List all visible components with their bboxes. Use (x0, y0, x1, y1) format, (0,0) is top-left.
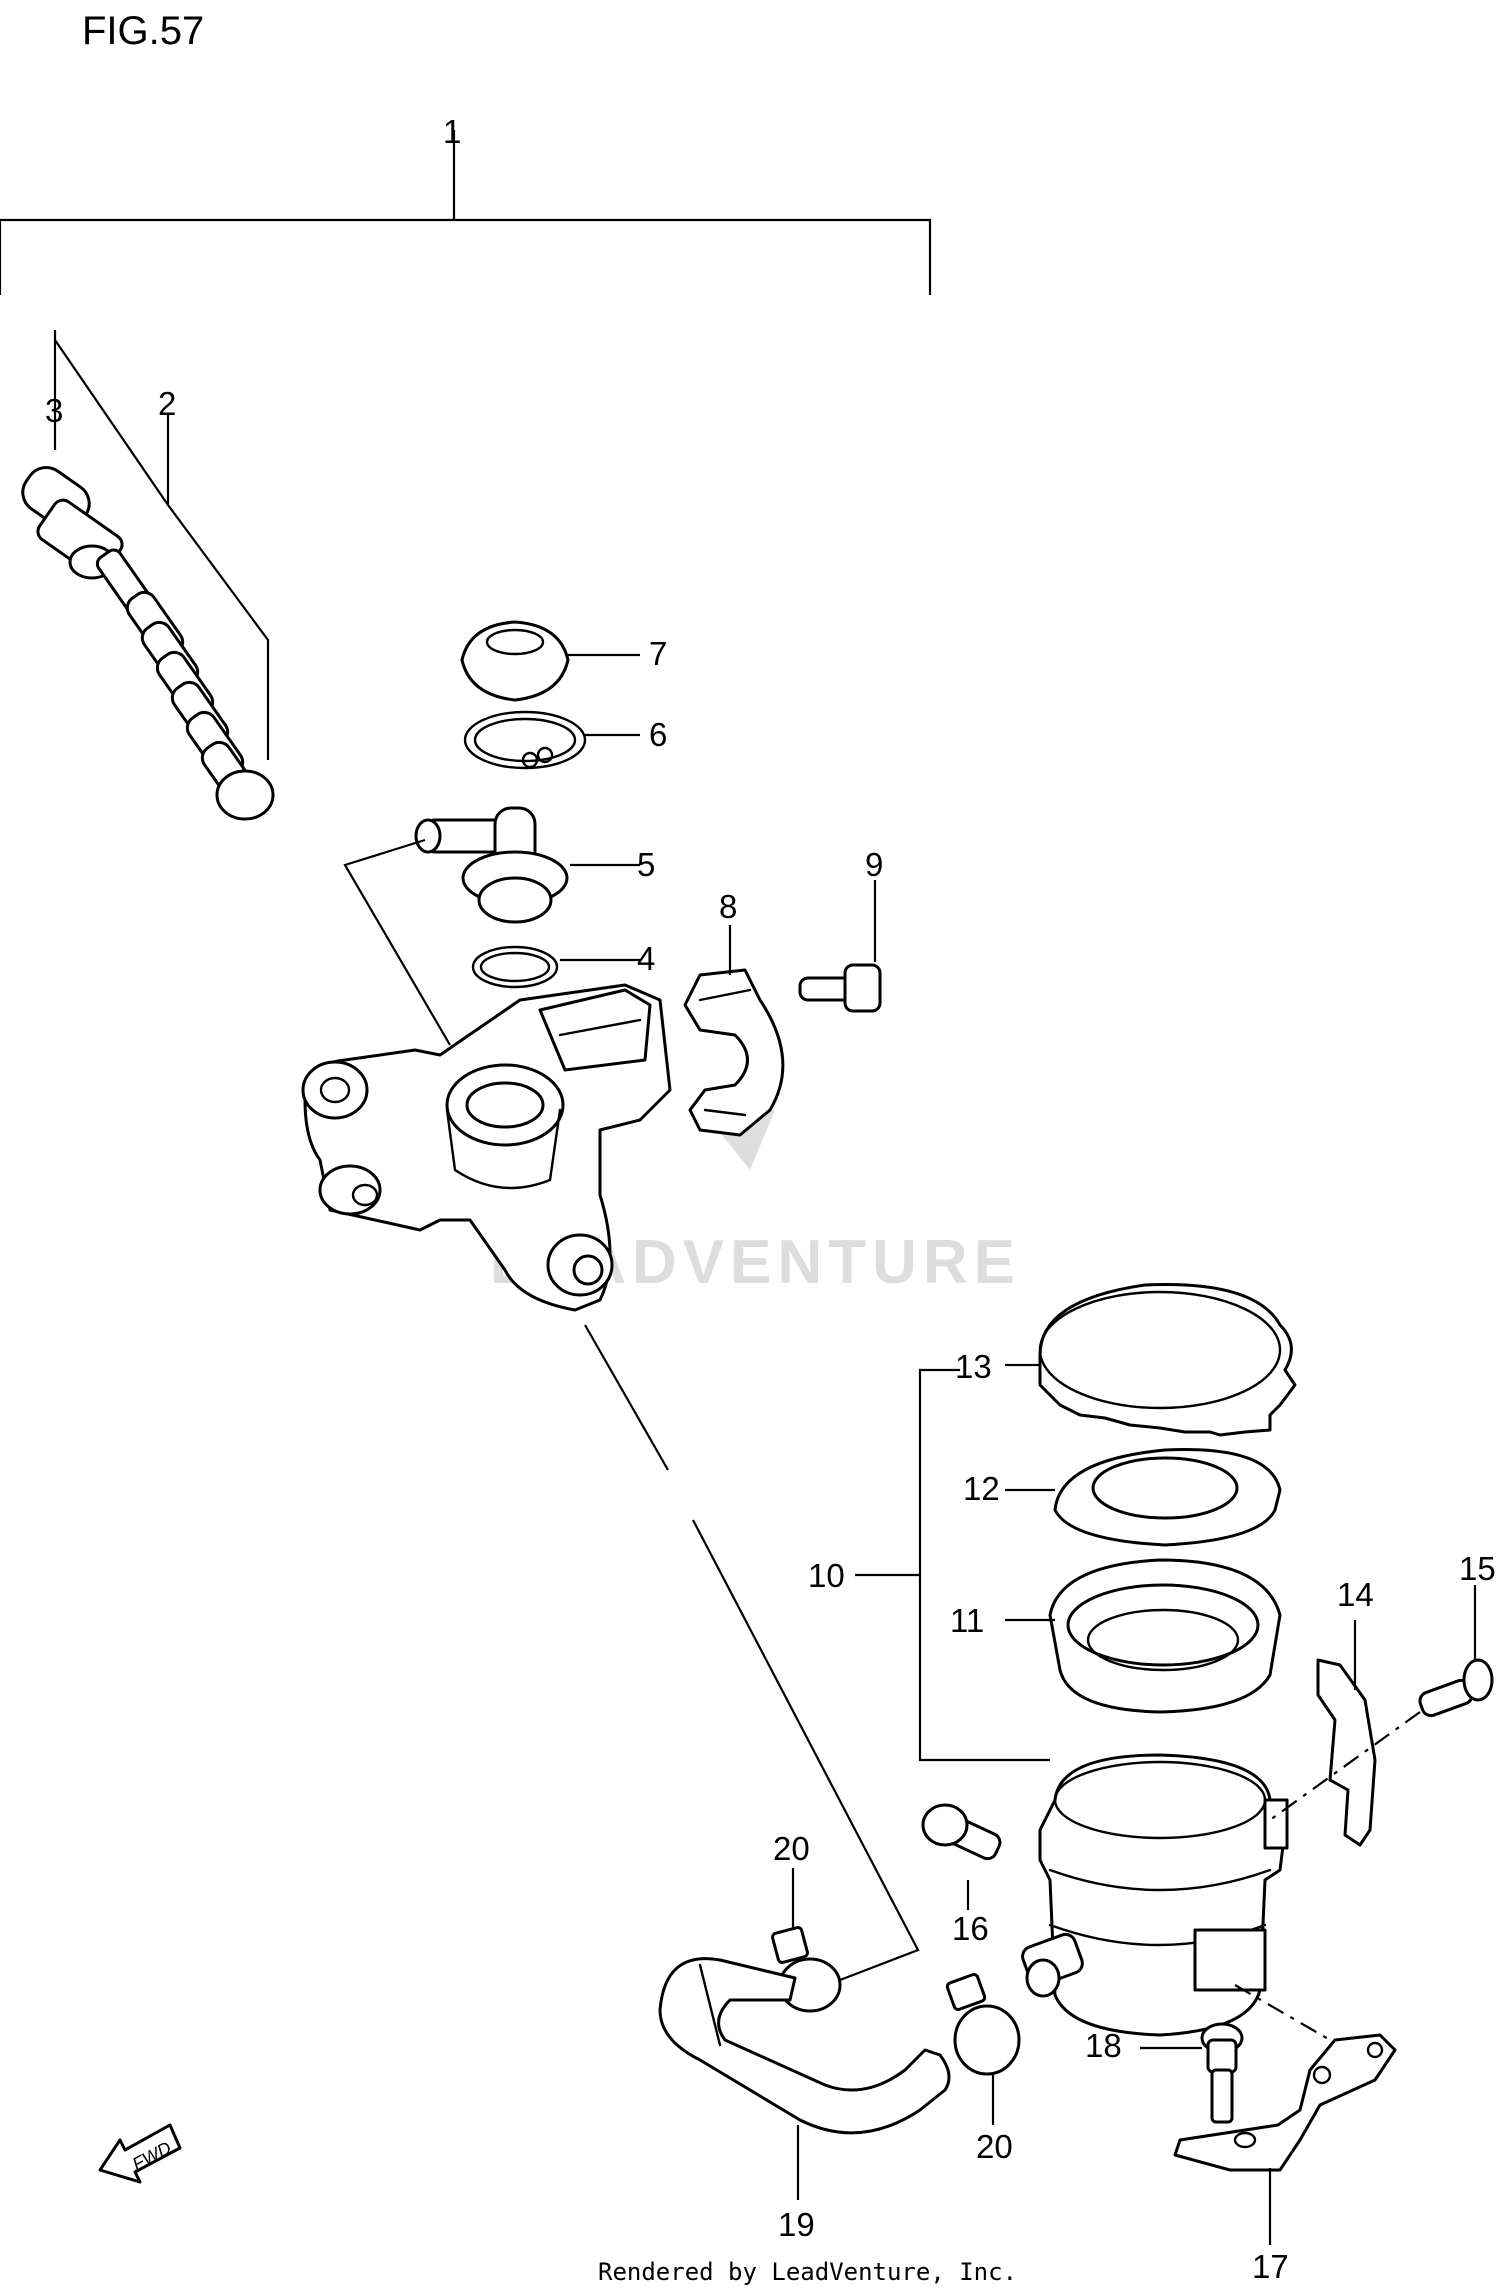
callout-19: 19 (778, 2206, 815, 2243)
callout-5: 5 (637, 846, 655, 883)
callout-13: 13 (955, 1348, 992, 1385)
callout-6: 6 (649, 716, 667, 753)
callout-3: 3 (45, 392, 63, 429)
bolt-16 (921, 1803, 1002, 1910)
callout-1: 1 (443, 113, 461, 150)
callout-15: 15 (1459, 1550, 1496, 1587)
hose-clamp-20b (945, 1972, 1021, 2125)
callout-12: 12 (963, 1470, 1000, 1507)
bolt-18 (1140, 2022, 1244, 2124)
diaphragm-11 (1048, 1558, 1282, 1714)
callout-10: 10 (808, 1557, 845, 1594)
callout-9: 9 (865, 846, 883, 883)
assembly-bracket-1 (0, 130, 932, 295)
callout-4: 4 (637, 940, 655, 977)
leader-2 (166, 415, 270, 760)
callout-14: 14 (1337, 1576, 1374, 1613)
footer-credit: Rendered by LeadVenture, Inc. (598, 2258, 1017, 2286)
callouts: 1 2 3 7 6 5 4 8 9 13 12 10 11 14 15 20 1… (45, 113, 1496, 2285)
callout-17: 17 (1252, 2248, 1289, 2285)
callout-20a: 20 (773, 1830, 810, 1867)
clamp-8 (683, 925, 785, 1137)
bracket-14 (1316, 1620, 1377, 1847)
figure-title: FIG.57 (82, 9, 204, 53)
hose-19 (658, 1957, 951, 2200)
callout-7: 7 (649, 635, 667, 672)
reservoir-body (1021, 1753, 1289, 2037)
bolt-15 (1269, 1585, 1494, 1821)
leader-body-to-hose (584, 1324, 920, 1982)
callout-18: 18 (1085, 2027, 1122, 2064)
piston-kit (21, 466, 275, 821)
boot-7 (460, 620, 640, 702)
connector-5 (343, 806, 640, 1046)
bracket-2-3 (54, 339, 169, 506)
hose-clamp-20a (771, 1868, 842, 2013)
callout-20b: 20 (976, 2128, 1013, 2165)
callout-2: 2 (158, 385, 176, 422)
master-cylinder-body (301, 983, 672, 1312)
circlip-6 (463, 710, 640, 770)
o-ring-4 (471, 945, 640, 989)
bracket-17 (1173, 1984, 1397, 2245)
bracket-10 (918, 1368, 1050, 1762)
callout-16: 16 (952, 1910, 989, 1947)
callout-11: 11 (950, 1602, 984, 1639)
bolt-9 (798, 880, 882, 1013)
reservoir-cap-13 (1038, 1283, 1297, 1437)
diaphragm-ring-12 (1053, 1448, 1282, 1547)
callout-8: 8 (719, 888, 737, 925)
fwd-direction-marker: FWD (98, 2123, 182, 2184)
